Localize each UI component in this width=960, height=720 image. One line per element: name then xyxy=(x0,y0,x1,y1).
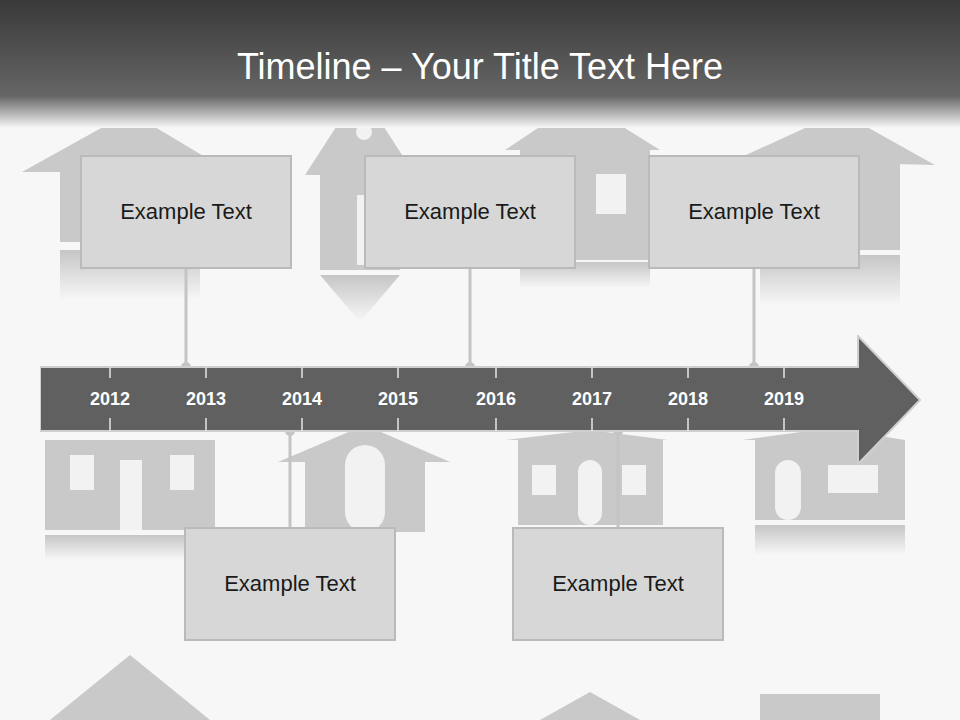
box-label: Example Text xyxy=(404,199,536,225)
year-tick xyxy=(397,418,399,431)
year-tick xyxy=(591,418,593,431)
year-tick xyxy=(109,367,111,378)
leader-line xyxy=(469,269,472,367)
box-label: Example Text xyxy=(552,571,684,597)
year-label: 2017 xyxy=(572,388,612,410)
year-tick xyxy=(783,367,785,378)
year-label: 2016 xyxy=(476,388,516,410)
leader-line xyxy=(617,431,620,527)
leader-connector xyxy=(181,269,191,372)
year-tick xyxy=(109,418,111,431)
year-tick xyxy=(687,418,689,431)
year-tick xyxy=(687,367,689,378)
year-label: 2012 xyxy=(90,388,130,410)
leader-line xyxy=(753,269,756,367)
year-label: 2018 xyxy=(668,388,708,410)
year-label: 2014 xyxy=(282,388,322,410)
leader-connector xyxy=(285,426,295,527)
leader-connector xyxy=(465,269,475,372)
example-text-box: Example Text xyxy=(80,155,292,269)
box-label: Example Text xyxy=(688,199,820,225)
year-label: 2013 xyxy=(186,388,226,410)
box-label: Example Text xyxy=(120,199,252,225)
year-tick xyxy=(397,367,399,378)
year-tick xyxy=(495,367,497,378)
year-tick xyxy=(783,418,785,431)
leader-line xyxy=(185,269,188,367)
leader-connector xyxy=(749,269,759,372)
year-tick xyxy=(301,418,303,431)
leader-connector xyxy=(613,426,623,527)
box-label: Example Text xyxy=(224,571,356,597)
slide-title: Timeline – Your Title Text Here xyxy=(0,40,960,94)
example-text-box: Example Text xyxy=(364,155,576,269)
example-text-box: Example Text xyxy=(184,527,396,641)
year-tick xyxy=(301,367,303,378)
year-tick xyxy=(495,418,497,431)
year-tick xyxy=(591,367,593,378)
leader-line xyxy=(289,431,292,527)
year-label: 2015 xyxy=(378,388,418,410)
timeline-arrow: 2012 2013 2014 2015 2016 2017 2018 2019 xyxy=(40,335,922,465)
arrow-body xyxy=(40,336,920,464)
year-label: 2019 xyxy=(764,388,804,410)
example-text-box: Example Text xyxy=(648,155,860,269)
year-tick xyxy=(205,418,207,431)
year-tick xyxy=(205,367,207,378)
example-text-box: Example Text xyxy=(512,527,724,641)
